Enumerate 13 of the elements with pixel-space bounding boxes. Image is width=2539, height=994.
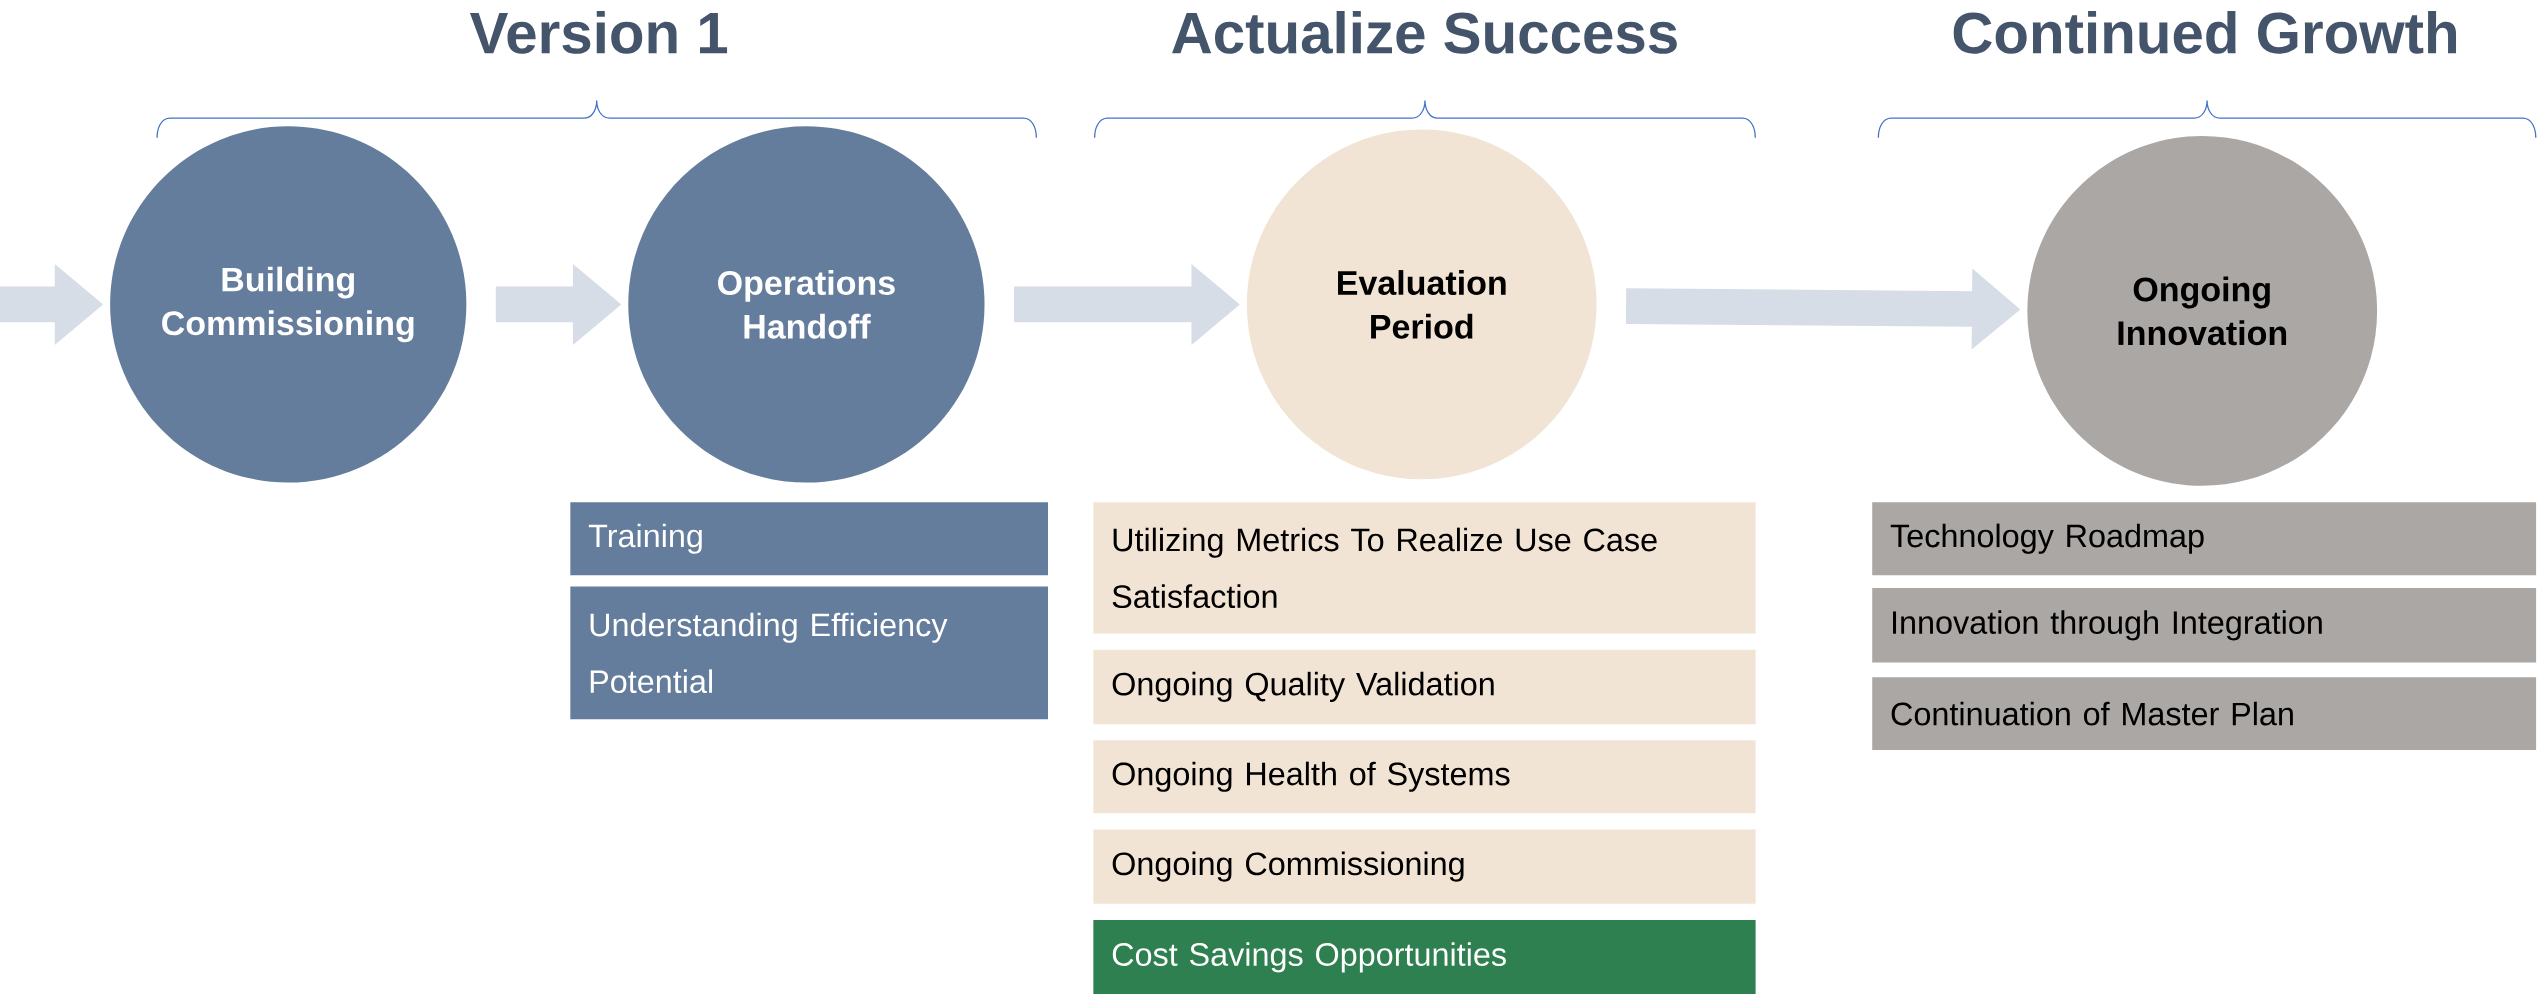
activity-box: Ongoing Commissioning	[1093, 829, 1756, 904]
activity-box: Understanding Efficiency Potential	[570, 586, 1048, 720]
stage-title: Continued Growth	[1953, 10, 2456, 54]
activity-box: Innovation through Integration	[1872, 588, 2537, 663]
activity-box: Utilizing Metrics To Realize Use Case Satisfaction	[1093, 502, 1756, 634]
activity-box: Training	[570, 502, 1048, 576]
activity-box: Ongoing Quality Validation	[1093, 649, 1756, 724]
activity-box: Cost Savings Opportunities	[1093, 919, 1756, 994]
activity-box: Continuation of Master Plan	[1872, 677, 2537, 750]
activity-box: Technology Roadmap	[1872, 502, 2537, 576]
stage-title: Actualize Success	[1172, 10, 1677, 54]
stage-title: Version 1	[469, 10, 728, 54]
activity-box: Ongoing Health of Systems	[1093, 740, 1756, 814]
